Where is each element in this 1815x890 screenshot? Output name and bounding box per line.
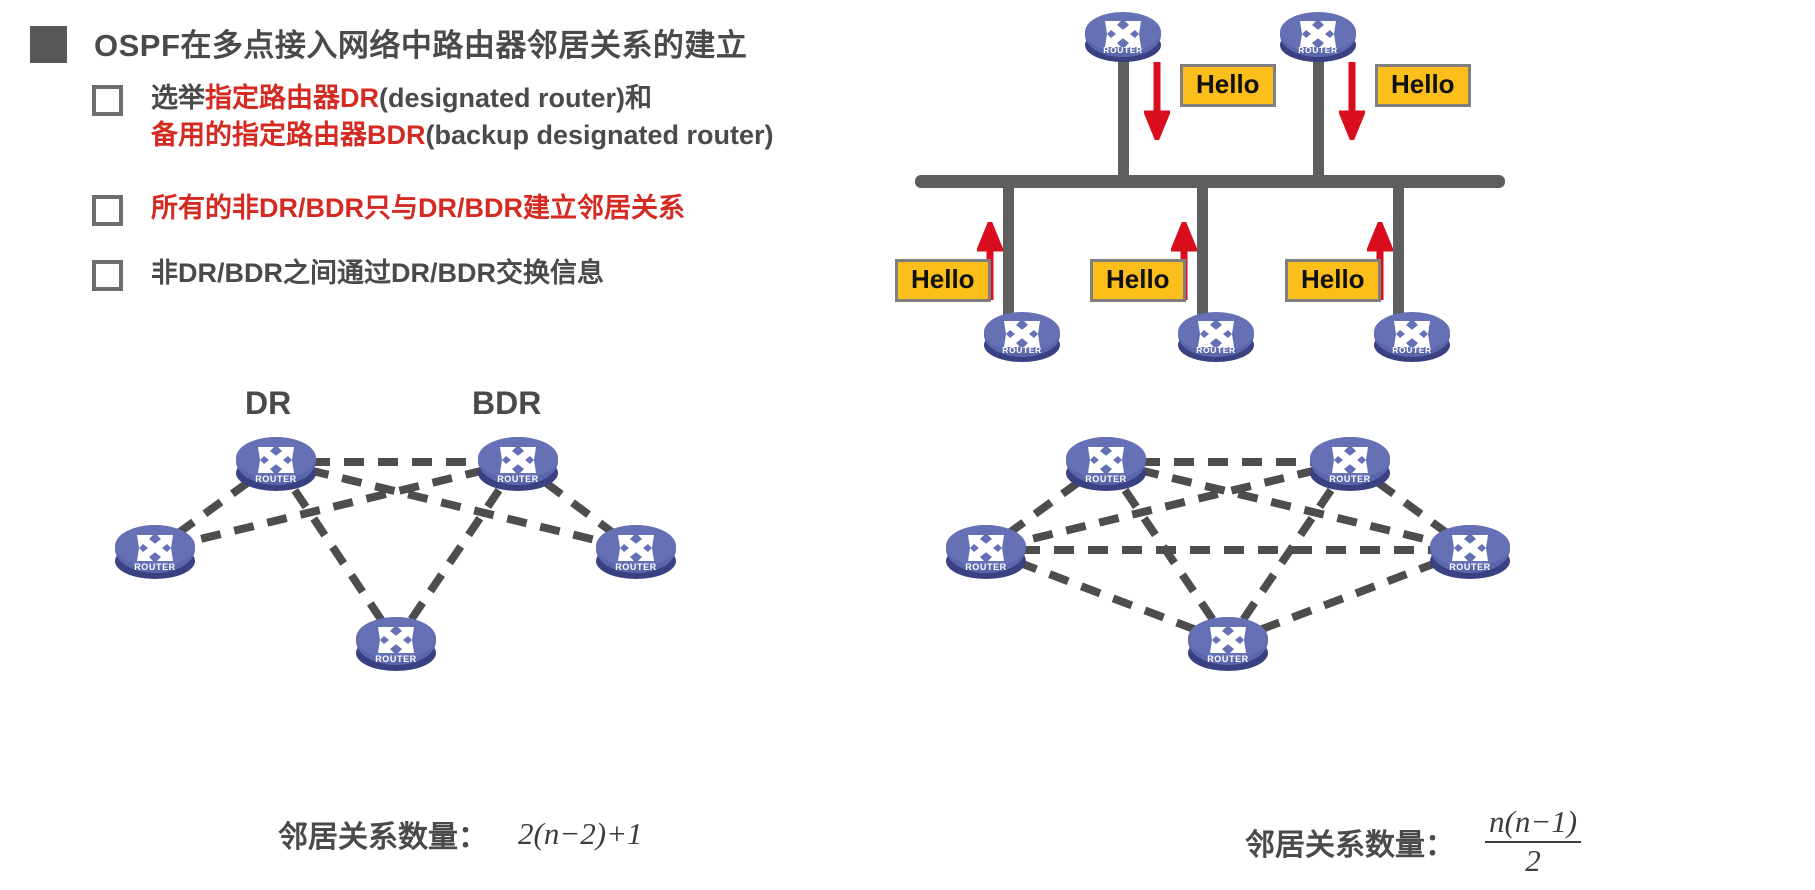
adjacency-links [983, 458, 1473, 646]
multi-access-hello-diagram: ROUTER ROUTER [895, 0, 1815, 380]
bullet-item-1-text: 选举指定路由器DR(designated router)和 备用的指定路由器BD… [151, 80, 774, 155]
router-node-bottom-2[interactable]: ROUTER [1164, 305, 1268, 365]
bullet-item-3-text: 非DR/BDR之间通过DR/BDR交换信息 [151, 255, 604, 292]
router-node-mesh-4[interactable]: ROUTER [1418, 517, 1522, 583]
router-node-mesh-3[interactable]: ROUTER [934, 517, 1038, 583]
caption-right: 邻居关系数量： n(n−1) 2 [1245, 804, 1582, 878]
router-node-top-2[interactable]: ROUTER [1266, 5, 1370, 65]
edge-a-d [1105, 458, 1471, 554]
bullet-item-2-text: 所有的非DR/BDR只与DR/BDR建立邻居关系 [151, 190, 685, 227]
router-node-left-2[interactable]: ROUTER [584, 517, 688, 583]
router-node-mesh-2[interactable]: ROUTER [1298, 429, 1402, 495]
edge-dr-r2 [275, 458, 637, 554]
formula-left: 2(n−2)+1 [518, 816, 643, 851]
link-bottom-router-2 [1197, 180, 1208, 320]
svg-text:ROUTER: ROUTER [375, 654, 417, 664]
svg-text:ROUTER: ROUTER [1002, 345, 1042, 355]
edge-bdr-r3 [392, 459, 522, 645]
label-bdr: BDR [472, 385, 542, 421]
seg-1-1-3: (designated router)和 [379, 83, 653, 113]
arrow-down-2 [1337, 62, 1367, 146]
svg-text:ROUTER: ROUTER [1298, 45, 1338, 55]
router-node-left-1[interactable]: ROUTER [103, 517, 207, 583]
bus-segment [915, 175, 1505, 188]
svg-text:ROUTER: ROUTER [1449, 562, 1491, 572]
svg-text:ROUTER: ROUTER [1085, 474, 1127, 484]
edge-b-c [985, 458, 1351, 554]
router-node-left-3[interactable]: ROUTER [344, 609, 448, 675]
svg-text:ROUTER: ROUTER [255, 474, 297, 484]
empty-checkbox-icon [92, 85, 123, 116]
bullet-1-line-1: 选举指定路由器DR(designated router)和 [151, 80, 774, 117]
link-top-router-2 [1313, 48, 1324, 182]
formula-right-numerator: n(n−1) [1489, 804, 1578, 839]
router-node-dr[interactable]: ROUTER [224, 429, 328, 495]
router-node-bottom-3[interactable]: ROUTER [1360, 305, 1464, 365]
svg-text:ROUTER: ROUTER [1207, 654, 1249, 664]
bullet-item-3: 非DR/BDR之间通过DR/BDR交换信息 [92, 255, 604, 292]
label-dr: DR [245, 385, 292, 421]
link-bottom-router-3 [1393, 180, 1404, 320]
seg-1-1-2: 指定路由器DR [205, 83, 379, 113]
bullet-1-line-2: 备用的指定路由器BDR(backup designated router) [151, 117, 774, 154]
router-node-bottom-1[interactable]: ROUTER [970, 305, 1074, 365]
seg-1-2-1: 备用的指定路由器BDR [151, 120, 426, 151]
seg-1-2-2: (backup designated router) [425, 120, 774, 151]
edge-b-d [1347, 458, 1473, 554]
empty-checkbox-icon [92, 195, 123, 226]
router-node-mesh-1[interactable]: ROUTER [1054, 429, 1158, 495]
edge-b-e [1224, 459, 1354, 645]
caption-left-label: 邻居关系数量： [278, 821, 488, 854]
empty-checkbox-icon [92, 260, 123, 291]
svg-text:ROUTER: ROUTER [1103, 45, 1143, 55]
edge-bdr-r2 [515, 458, 639, 554]
edge-dr-r1 [152, 458, 279, 554]
svg-text:ROUTER: ROUTER [1329, 474, 1371, 484]
page-title: OSPF在多点接入网络中路由器邻居关系的建立 [94, 28, 748, 63]
svg-text:ROUTER: ROUTER [1392, 345, 1432, 355]
seg-2-1-1: 所有的非DR/BDR只与DR/BDR建立邻居关系 [151, 193, 685, 223]
svg-text:ROUTER: ROUTER [134, 562, 176, 572]
hello-badge-bottom-1: Hello [895, 259, 991, 303]
dr-bdr-star-topology: DR BDR ROUTER [90, 385, 730, 710]
hello-badge-bottom-3: Hello [1285, 259, 1381, 303]
link-bottom-router-1 [1003, 180, 1014, 320]
link-top-router-1 [1118, 48, 1129, 182]
hello-badge-bottom-2: Hello [1090, 259, 1186, 303]
router-node-top-1[interactable]: ROUTER [1071, 5, 1175, 65]
svg-text:ROUTER: ROUTER [615, 562, 657, 572]
hello-badge-top-2: Hello [1375, 64, 1471, 108]
hello-badge-top-1: Hello [1180, 64, 1276, 108]
edge-d-e [1226, 546, 1472, 646]
slide-heading-row: OSPF在多点接入网络中路由器邻居关系的建立 [30, 20, 747, 65]
svg-text:ROUTER: ROUTER [965, 562, 1007, 572]
bullet-item-2: 所有的非DR/BDR只与DR/BDR建立邻居关系 [92, 190, 685, 227]
formula-right-denominator: 2 [1485, 840, 1582, 878]
seg-1-1-1: 选举 [151, 83, 205, 113]
svg-text:ROUTER: ROUTER [1196, 345, 1236, 355]
arrow-down-1 [1142, 62, 1172, 146]
router-node-bdr[interactable]: ROUTER [466, 429, 570, 495]
bullet-item-1: 选举指定路由器DR(designated router)和 备用的指定路由器BD… [92, 80, 774, 155]
caption-right-label: 邻居关系数量： [1245, 828, 1455, 862]
edge-bdr-r1 [154, 458, 519, 554]
edge-c-e [984, 546, 1230, 646]
edge-a-c [983, 458, 1109, 554]
router-node-mesh-5[interactable]: ROUTER [1176, 609, 1280, 675]
filled-square-icon [30, 26, 67, 63]
edge-dr-r3 [272, 459, 400, 645]
adjacency-links [152, 458, 639, 645]
formula-right: n(n−1) 2 [1485, 804, 1582, 878]
seg-3-1-1: 非DR/BDR之间通过DR/BDR交换信息 [151, 258, 604, 288]
full-mesh-topology: ROUTER ROUTER [946, 420, 1570, 710]
svg-text:ROUTER: ROUTER [497, 474, 539, 484]
caption-left: 邻居关系数量： 2(n−2)+1 [278, 812, 642, 856]
